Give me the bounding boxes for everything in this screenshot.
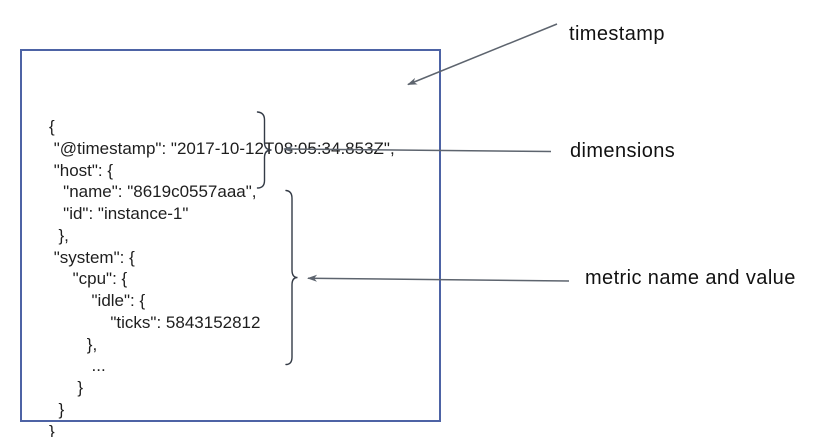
json-document-box: { "@timestamp": "2017-10-12T08:05:34.853… bbox=[20, 49, 441, 437]
dimensions-label: dimensions bbox=[570, 140, 676, 162]
json-snippet: { "@timestamp": "2017-10-12T08:05:34.853… bbox=[49, 117, 395, 437]
timestamp-label: timestamp bbox=[569, 23, 665, 45]
metric-label: metric name and value bbox=[585, 267, 796, 289]
